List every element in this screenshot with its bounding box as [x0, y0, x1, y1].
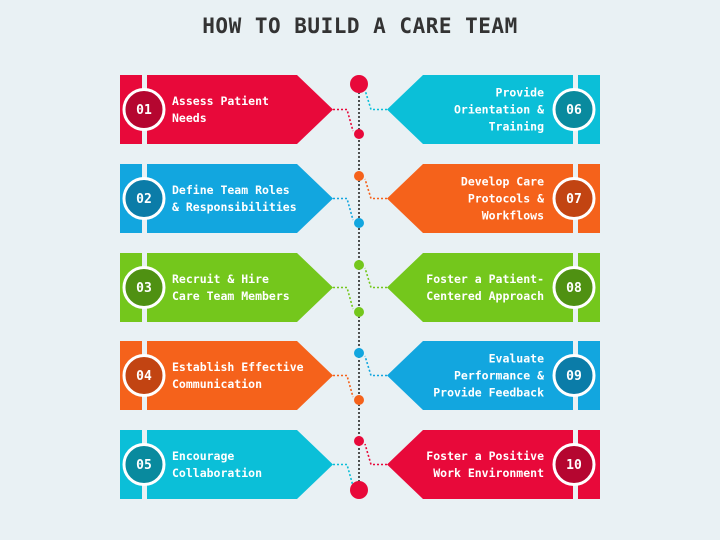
step-arrow-banner [147, 253, 333, 322]
step-number-badge [552, 266, 596, 309]
step-label-line: Collaboration [172, 466, 262, 480]
timeline-dot [354, 129, 364, 139]
step-number-badge [552, 354, 596, 397]
timeline-dot [354, 436, 364, 446]
step-02: 02 Define Team Roles & Responsibilities [120, 164, 364, 233]
step-label-line: Evaluate [489, 352, 544, 366]
timeline-start-node [350, 75, 368, 93]
step-label-line: Work Environment [433, 466, 544, 480]
timeline-dot [354, 307, 364, 317]
step-label-line: Develop Care [461, 175, 544, 189]
step-number-badge [552, 177, 596, 220]
step-08: 08 Foster a Patient- Centered Approach [354, 253, 600, 322]
step-number: 07 [566, 192, 582, 207]
step-number: 04 [136, 369, 152, 384]
step-label-line: Care Team Members [172, 289, 290, 303]
timeline-dot [354, 260, 364, 270]
step-number: 06 [566, 103, 582, 118]
step-number: 01 [136, 103, 152, 118]
step-label-line: Centered Approach [426, 289, 544, 303]
step-label-line: Provide [496, 86, 545, 100]
step-label-line: Provide Feedback [433, 386, 544, 400]
page-title: HOW TO BUILD A CARE TEAM [202, 14, 518, 38]
step-number-badge [122, 443, 166, 486]
step-number: 05 [136, 458, 152, 473]
timeline-dot [354, 218, 364, 228]
step-number: 08 [566, 281, 582, 296]
step-label-line: Assess Patient [172, 94, 269, 108]
step-label-line: Define Team Roles [172, 183, 290, 197]
step-number: 02 [136, 192, 152, 207]
step-connector [364, 178, 387, 200]
step-number-badge [122, 177, 166, 220]
step-connector [364, 443, 387, 466]
step-number: 10 [566, 458, 582, 473]
step-number-badge [122, 354, 166, 397]
step-label-line: Workflows [482, 209, 544, 223]
step-connector [333, 197, 354, 221]
step-label-line: & Responsibilities [172, 200, 297, 214]
step-label-line: Needs [172, 111, 207, 125]
step-number-badge [122, 266, 166, 309]
step-number: 03 [136, 281, 152, 296]
step-number-badge [552, 88, 596, 131]
step-connector [364, 355, 387, 377]
step-label-line: Orientation & [454, 103, 544, 117]
step-arrow-banner [147, 164, 333, 233]
step-arrow-banner [387, 164, 573, 233]
step-connector [333, 374, 354, 398]
timeline-dot [354, 171, 364, 181]
step-connector [333, 463, 354, 487]
step-label-line: Communication [172, 377, 262, 391]
step-label-line: Protocols & [468, 192, 544, 206]
timeline-dot [354, 395, 364, 405]
timeline-dot [354, 348, 364, 358]
step-connector [364, 267, 387, 289]
step-arrow-banner [387, 253, 573, 322]
step-arrow-banner [147, 430, 333, 499]
step-label-line: Recruit & Hire [172, 272, 269, 286]
step-label-line: Performance & [454, 369, 544, 383]
step-connector [333, 286, 354, 310]
step-label-line: Establish Effective [172, 360, 304, 374]
step-number-badge [552, 443, 596, 486]
step-arrow-banner [387, 75, 573, 144]
step-label-line: Foster a Patient- [426, 272, 544, 286]
step-arrow-banner [147, 341, 333, 410]
step-arrow-banner [387, 341, 573, 410]
step-number-badge [122, 88, 166, 131]
step-arrow-banner [387, 430, 573, 499]
step-number: 09 [566, 369, 582, 384]
step-arrow-banner [147, 75, 333, 144]
timeline-end-node [350, 481, 368, 499]
step-label-line: Foster a Positive [426, 449, 544, 463]
step-label-line: Encourage [172, 449, 234, 463]
step-label-line: Training [489, 120, 544, 134]
step-connector [364, 89, 387, 111]
step-connector [333, 108, 354, 132]
